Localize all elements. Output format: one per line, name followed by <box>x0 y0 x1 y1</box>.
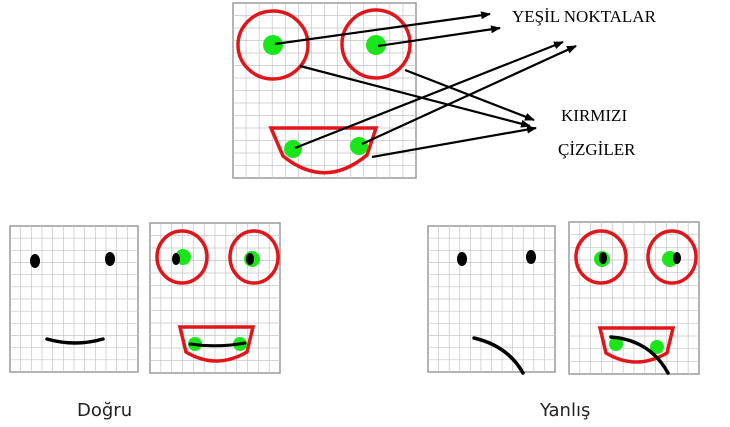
correct-overlay-right-eye-dot <box>246 253 254 265</box>
correct-drawing-grid <box>10 226 138 372</box>
correct-right-eye-dot <box>105 252 115 266</box>
wrong-drawing-panel <box>427 225 556 375</box>
red-lines-label-line1: KIRMIZI <box>561 106 627 125</box>
wrong-mouth-stroke <box>472 336 525 375</box>
annotation-arrows <box>274 11 577 159</box>
wrong-overlay-right-circle <box>646 229 698 285</box>
arrow-right-circle-to-red-label <box>404 68 535 122</box>
correct-overlay-mouth-stroke <box>188 341 247 348</box>
wrong-overlay-mouth-right-dot <box>650 340 664 354</box>
arrow-mouth-outline-to-red-label <box>371 125 537 159</box>
reference-panel <box>232 2 417 179</box>
arrow-right-eye-to-green-label <box>377 25 501 48</box>
wrong-overlay-panel <box>568 221 700 375</box>
right-eye-target-circle <box>340 8 412 80</box>
wrong-overlay-mouth-outline <box>597 326 676 364</box>
left-eye-target-circle <box>236 9 310 81</box>
mouth-target-outline <box>268 126 379 175</box>
wrong-right-eye-dot <box>526 250 536 264</box>
green-dots-label: YEŞİL NOKTALAR <box>512 7 657 26</box>
wrong-left-eye-dot <box>457 252 467 266</box>
correct-overlay-mouth-outline <box>177 325 256 363</box>
arrow-left-circle-to-red-label <box>299 64 531 128</box>
correct-drawing-panel <box>9 225 139 373</box>
left-eye-green-dot <box>263 35 283 55</box>
red-lines-label-line2: ÇİZGİLER <box>558 140 636 159</box>
wrong-overlay-mouth-stroke <box>609 335 670 375</box>
wrong-drawing-grid <box>428 226 555 372</box>
correct-overlay-left-circle <box>155 229 209 285</box>
wrong-overlay-left-circle <box>574 229 628 285</box>
wrong-overlay-right-eye-dot <box>673 252 681 264</box>
correct-left-eye-dot <box>30 254 40 268</box>
wrong-overlay-mouth-left-dot <box>609 337 623 351</box>
mouth-left-green-dot <box>284 140 302 158</box>
correct-mouth-stroke <box>45 337 105 345</box>
arrow-left-eye-to-green-label <box>274 11 491 46</box>
correct-overlay-panel <box>149 222 281 374</box>
wrong-caption: Yanlış <box>539 400 590 421</box>
right-eye-green-dot <box>366 35 386 55</box>
wrong-overlay-left-eye-dot <box>599 252 607 264</box>
arrow-mouth-left-to-green-label <box>294 40 564 150</box>
correct-caption: Doğru <box>77 400 132 421</box>
correct-overlay-right-circle <box>228 229 280 285</box>
mouth-right-green-dot <box>350 137 368 155</box>
correct-overlay-left-eye-dot <box>172 253 180 265</box>
